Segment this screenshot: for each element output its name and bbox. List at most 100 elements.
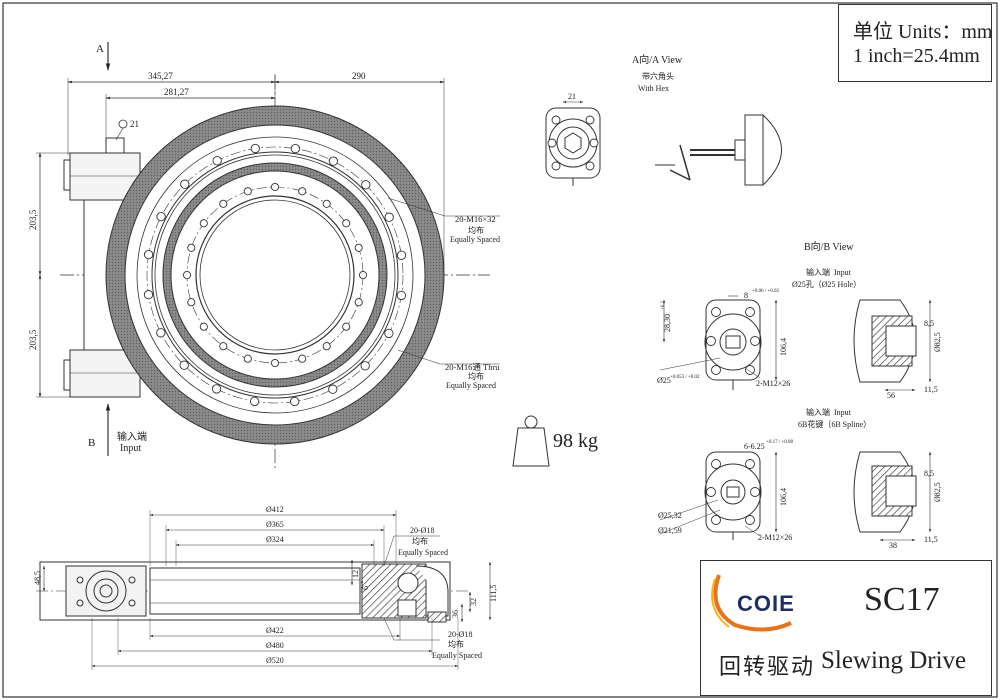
b-input2-cn: 输入端: [806, 407, 830, 417]
flange-bolt-hole: [745, 307, 755, 317]
inner-bolt-hole: [219, 199, 228, 208]
outer-holes-en: Equally Spaced: [450, 235, 500, 244]
dim-345-27: 345,27: [148, 71, 173, 81]
brand-logo: [711, 574, 792, 632]
product-name-cn: 回转驱动: [719, 655, 816, 680]
brand-name: COIE: [737, 591, 795, 616]
section-a-label: A: [96, 43, 104, 55]
hex-en: With Hex: [638, 84, 669, 93]
b-dim-82-5-b: Ø82,5: [933, 482, 942, 502]
b-dim-2m12-a: 2-M12×26: [756, 379, 790, 388]
sec-holes18-top-en: Equally Spaced: [398, 548, 448, 557]
outer-holes-cn: 均布: [468, 225, 484, 235]
inner-bolt-hole: [187, 298, 196, 307]
b-view-hole: [659, 295, 932, 392]
inner-bolt-hole: [187, 243, 196, 252]
section-b-label: B: [88, 437, 95, 449]
flange-bolt-hole: [706, 487, 716, 497]
inner-holes-en: Equally Spaced: [446, 381, 496, 390]
outer-bolt-hole: [396, 250, 407, 260]
b-input1-en: Input: [834, 268, 852, 277]
inner-holes-cn: 均布: [468, 371, 484, 381]
outer-bolt-hole: [212, 156, 222, 166]
sec-d365: Ø365: [266, 520, 284, 529]
b-dim-11-5-a: 11,5: [924, 385, 938, 394]
flange-bolt-hole: [551, 115, 561, 125]
flange-bolt-hole: [585, 161, 595, 171]
outer-bolt-hole: [328, 384, 338, 394]
inner-bolt-hole: [270, 182, 280, 192]
outer-bolt-hole: [361, 180, 371, 190]
sec-h32: 32: [469, 598, 478, 606]
flange-bolt-hole: [706, 336, 716, 346]
sec-h111-5: 111,5: [489, 585, 498, 602]
outer-bolt-holes: [143, 143, 407, 407]
inner-bolt-hole: [182, 270, 192, 280]
input-label-en: Input: [120, 443, 141, 454]
main-view: [36, 42, 500, 470]
dim-281-27: 281,27: [164, 87, 189, 97]
b-dim-keyway-tol: +0.06 / +0.02: [752, 289, 780, 294]
hex-cn: 带六角头: [642, 71, 674, 81]
outer-bolt-hole: [143, 290, 154, 300]
sec-d520: Ø520: [266, 656, 284, 665]
b-view-spline: [659, 451, 932, 542]
section-view: [36, 510, 492, 670]
a-view: [545, 100, 782, 186]
dim-hole-21: 21: [130, 119, 139, 129]
input-label-cn: 输入端: [117, 430, 147, 443]
sec-holes18-top: 20-Ø18: [410, 526, 434, 535]
b-dim-keyway: 8: [744, 291, 748, 300]
outer-bolt-hole: [396, 290, 407, 301]
b-dim-25-tol: +0.053 / +0.02: [670, 375, 700, 380]
sec-h36: 36: [451, 610, 460, 618]
sec-d412: Ø412: [266, 505, 284, 514]
b-dim-82-5-a: Ø82,5: [933, 332, 942, 352]
flange-bolt-hole: [745, 515, 755, 525]
b-dim-2m12-b: 2-M12×26: [758, 533, 792, 542]
model-code: SC17: [864, 581, 940, 618]
outer-bolt-hole: [156, 211, 166, 222]
flange-bolt-hole: [585, 115, 595, 125]
outer-bolt-hole: [250, 143, 260, 154]
flange-bolt-hole: [547, 138, 557, 148]
inner-bolt-hole: [322, 342, 331, 351]
outer-holes-spec: 20-M16×32: [455, 214, 496, 224]
product-name-en: Slewing Drive: [821, 647, 967, 674]
units-line-2: 1 inch=25.4mm: [853, 45, 980, 67]
b-dim-106-4-b: 106,4: [779, 488, 788, 506]
b-dim-6-6-25: 6-6.25: [744, 442, 765, 451]
inner-bolt-hole: [358, 270, 368, 280]
inner-bolt-hole: [243, 187, 252, 196]
sec-d324: Ø324: [266, 535, 284, 544]
b-view-title: B向/B View: [804, 240, 854, 253]
inner-bolt-hole: [219, 342, 228, 351]
outer-bolt-hole: [360, 361, 370, 371]
b-dim-21-59: Ø21,59: [658, 526, 682, 535]
flange-bolt-hole: [750, 487, 760, 497]
b-dim-8-5-a: 8,5: [924, 319, 934, 328]
inner-bolt-hole: [199, 219, 208, 228]
sec-holes18-top-cn: 均布: [412, 536, 428, 546]
outer-bolt-hole: [179, 360, 189, 370]
inner-bolt-hole: [199, 322, 208, 331]
flange-bolt-hole: [750, 336, 760, 346]
b-dim-25: Ø25: [657, 376, 671, 385]
b-dim-28-30-tol: +0.2: [661, 300, 666, 310]
flange-bolt-hole: [745, 459, 755, 469]
dim-lower-203-5: 203,5: [28, 329, 38, 350]
outer-bolt-hole: [290, 143, 301, 154]
flange-bolt-hole: [711, 515, 721, 525]
inner-bolt-hole: [243, 354, 252, 363]
sec-holes18-bot: 20-Ø18: [448, 630, 472, 639]
sec-d480: Ø480: [266, 641, 284, 650]
outer-bolt-hole: [249, 396, 260, 407]
sec-d422: Ø422: [266, 626, 284, 635]
flange-bolt-hole: [711, 307, 721, 317]
b-dim-56: 56: [887, 391, 895, 400]
b-input1-cn: 输入端: [806, 267, 830, 277]
units-box: 单位 Units：mm 1 inch=25.4mm: [838, 4, 992, 82]
b-dim-6-6-25-tol: +0.17 / +0.08: [766, 440, 794, 445]
weight-icon: [512, 415, 550, 467]
